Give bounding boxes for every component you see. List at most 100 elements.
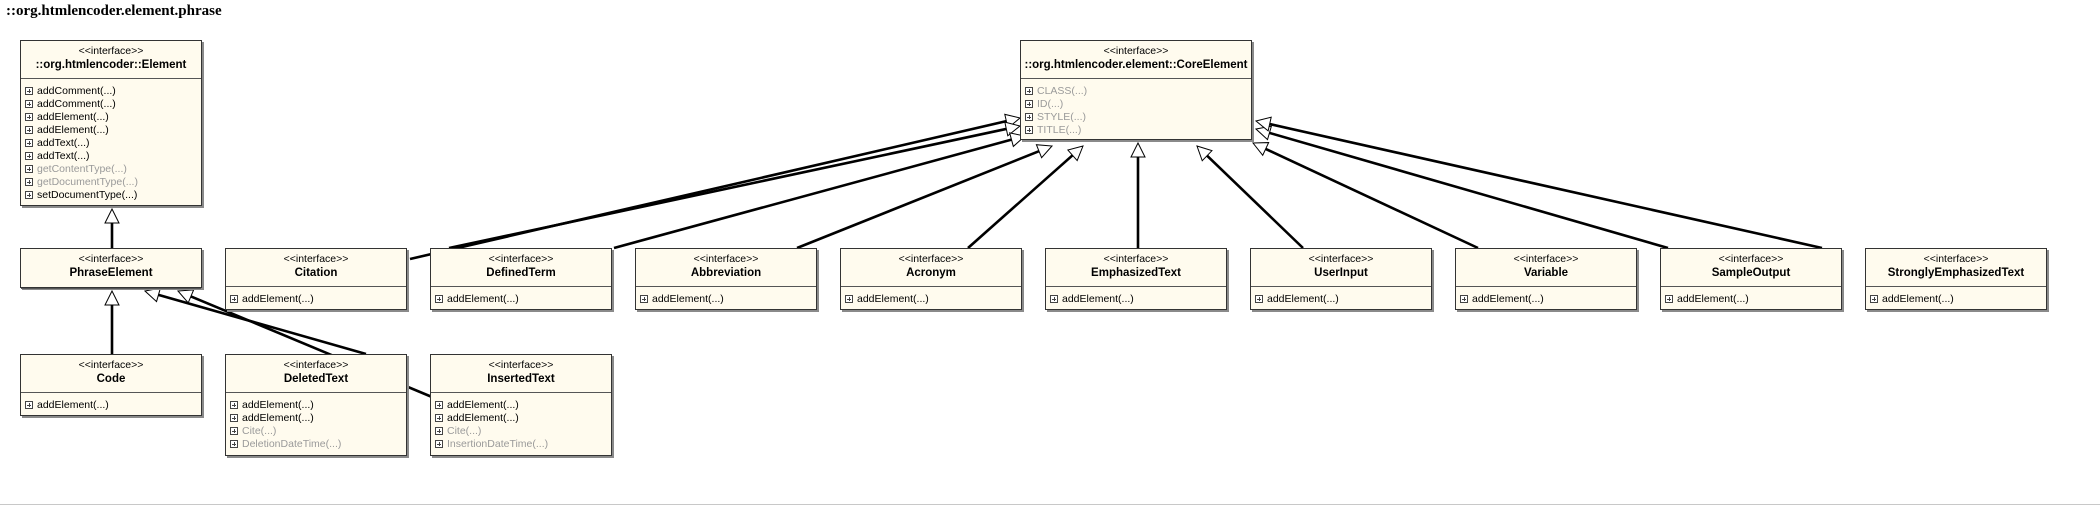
expand-plus-icon[interactable] bbox=[25, 165, 33, 173]
expand-plus-icon[interactable] bbox=[1460, 295, 1468, 303]
expand-plus-icon[interactable] bbox=[25, 401, 33, 409]
stereotype-label: <<interface>> bbox=[1103, 45, 1169, 57]
operation-label: addText(...) bbox=[37, 137, 90, 149]
operation[interactable]: addElement(...) bbox=[640, 293, 816, 306]
operation[interactable]: DeletionDateTime(...) bbox=[230, 438, 406, 451]
operation[interactable]: addElement(...) bbox=[1460, 293, 1636, 306]
expand-plus-icon[interactable] bbox=[25, 139, 33, 147]
expand-plus-icon[interactable] bbox=[435, 427, 443, 435]
expand-plus-icon[interactable] bbox=[435, 440, 443, 448]
expand-plus-icon[interactable] bbox=[230, 401, 238, 409]
operation[interactable]: InsertionDateTime(...) bbox=[435, 438, 611, 451]
class-phrase[interactable]: <<interface>>PhraseElement bbox=[20, 248, 202, 289]
expand-plus-icon[interactable] bbox=[1870, 295, 1878, 303]
operation[interactable]: addElement(...) bbox=[25, 124, 201, 137]
expand-plus-icon[interactable] bbox=[1025, 126, 1033, 134]
operation-label: TITLE(...) bbox=[1037, 124, 1082, 136]
class-name: Code bbox=[96, 373, 126, 385]
operation[interactable]: addElement(...) bbox=[1870, 293, 2046, 306]
operation[interactable]: CLASS(...) bbox=[1025, 85, 1251, 98]
expand-plus-icon[interactable] bbox=[1025, 87, 1033, 95]
operation[interactable]: ID(...) bbox=[1025, 98, 1251, 111]
expand-plus-icon[interactable] bbox=[1025, 100, 1033, 108]
operation[interactable]: setDocumentType(...) bbox=[25, 189, 201, 202]
class-header: <<interface>>DeletedText bbox=[226, 355, 406, 393]
operation[interactable]: addElement(...) bbox=[1255, 293, 1431, 306]
operation[interactable]: addComment(...) bbox=[25, 98, 201, 111]
operations-list: addElement(...) bbox=[1251, 287, 1431, 309]
stereotype-label: <<interface>> bbox=[488, 359, 554, 371]
expand-plus-icon[interactable] bbox=[25, 152, 33, 160]
frame-border bbox=[0, 504, 2100, 505]
expand-plus-icon[interactable] bbox=[845, 295, 853, 303]
stereotype-label: <<interface>> bbox=[1308, 253, 1374, 265]
operation[interactable]: addElement(...) bbox=[1665, 293, 1841, 306]
expand-plus-icon[interactable] bbox=[1255, 295, 1263, 303]
expand-plus-icon[interactable] bbox=[25, 126, 33, 134]
operation[interactable]: TITLE(...) bbox=[1025, 124, 1251, 137]
class-name: DefinedTerm bbox=[486, 267, 556, 279]
operation-label: getDocumentType(...) bbox=[37, 176, 138, 188]
class-userinput[interactable]: <<interface>> UserInput addElement(...) bbox=[1250, 248, 1432, 310]
operation-label: getContentType(...) bbox=[37, 163, 127, 175]
operation[interactable]: addElement(...) bbox=[230, 399, 406, 412]
expand-plus-icon[interactable] bbox=[25, 100, 33, 108]
class-core[interactable]: <<interface>>::org.htmlencoder.element::… bbox=[1020, 40, 1252, 140]
operation[interactable]: getContentType(...) bbox=[25, 163, 201, 176]
expand-plus-icon[interactable] bbox=[435, 414, 443, 422]
operation[interactable]: addComment(...) bbox=[25, 85, 201, 98]
operation-label: CLASS(...) bbox=[1037, 85, 1088, 97]
generalization-arrowhead bbox=[1254, 116, 1272, 132]
operation-label: addElement(...) bbox=[1472, 293, 1544, 305]
expand-plus-icon[interactable] bbox=[1025, 113, 1033, 121]
operation[interactable]: addText(...) bbox=[25, 150, 201, 163]
operation[interactable]: addElement(...) bbox=[435, 399, 611, 412]
operation[interactable]: STYLE(...) bbox=[1025, 111, 1251, 124]
operation[interactable]: addElement(...) bbox=[230, 412, 406, 425]
expand-plus-icon[interactable] bbox=[230, 427, 238, 435]
expand-plus-icon[interactable] bbox=[1665, 295, 1673, 303]
operation[interactable]: addElement(...) bbox=[25, 399, 201, 412]
operation[interactable]: addElement(...) bbox=[845, 293, 1021, 306]
expand-plus-icon[interactable] bbox=[230, 295, 238, 303]
expand-plus-icon[interactable] bbox=[435, 401, 443, 409]
expand-plus-icon[interactable] bbox=[640, 295, 648, 303]
operations-list: addElement(...) bbox=[226, 287, 406, 309]
expand-plus-icon[interactable] bbox=[25, 178, 33, 186]
operation[interactable]: Cite(...) bbox=[435, 425, 611, 438]
operation[interactable]: addElement(...) bbox=[25, 111, 201, 124]
expand-plus-icon[interactable] bbox=[435, 295, 443, 303]
operation[interactable]: addElement(...) bbox=[1050, 293, 1226, 306]
operation[interactable]: addElement(...) bbox=[435, 412, 611, 425]
class-code[interactable]: <<interface>> Code addElement(...) bbox=[20, 354, 202, 416]
expand-plus-icon[interactable] bbox=[25, 87, 33, 95]
class-name: UserInput bbox=[1314, 267, 1368, 279]
operation-label: addElement(...) bbox=[447, 399, 519, 411]
expand-plus-icon[interactable] bbox=[230, 414, 238, 422]
expand-plus-icon[interactable] bbox=[25, 113, 33, 121]
class-deleted[interactable]: <<interface>>DeletedText addElement(...)a… bbox=[225, 354, 407, 456]
operation-label: addComment(...) bbox=[37, 85, 116, 97]
operation[interactable]: addText(...) bbox=[25, 137, 201, 150]
expand-plus-icon[interactable] bbox=[230, 440, 238, 448]
stereotype-label: <<interface>> bbox=[78, 359, 144, 371]
operation[interactable]: addElement(...) bbox=[230, 293, 406, 306]
generalization-line-acronym bbox=[796, 149, 1040, 250]
operation[interactable]: addElement(...) bbox=[435, 293, 611, 306]
operation[interactable]: Cite(...) bbox=[230, 425, 406, 438]
operation[interactable]: getDocumentType(...) bbox=[25, 176, 201, 189]
stereotype-label: <<interface>> bbox=[1923, 253, 1989, 265]
operation-label: addElement(...) bbox=[37, 124, 109, 136]
expand-plus-icon[interactable] bbox=[25, 191, 33, 199]
expand-plus-icon[interactable] bbox=[1050, 295, 1058, 303]
